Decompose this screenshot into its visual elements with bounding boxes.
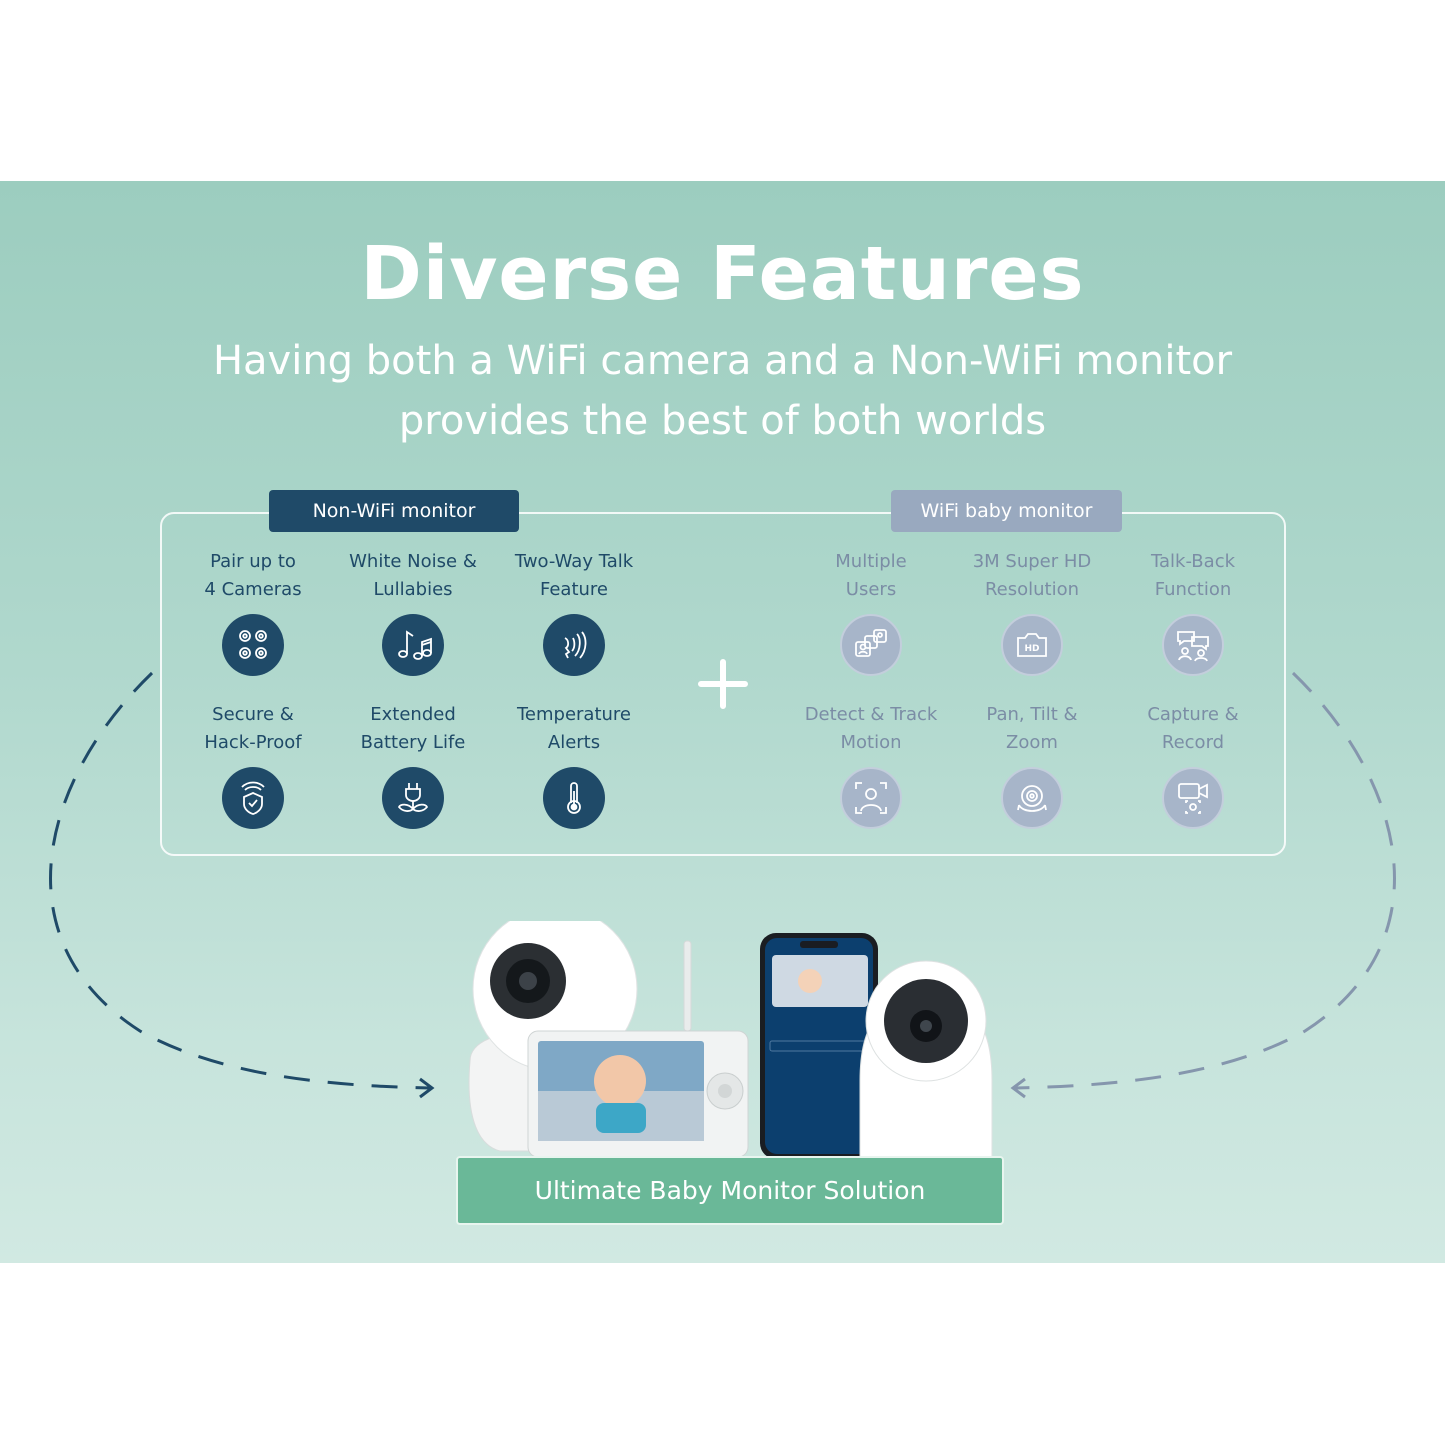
thermometer-icon bbox=[543, 767, 605, 829]
handheld-monitor-image bbox=[527, 1030, 749, 1158]
hd-camera-icon: HD bbox=[1001, 614, 1063, 676]
feature-label: Secure & Hack-Proof bbox=[204, 704, 302, 753]
motion-detect-icon bbox=[840, 767, 902, 829]
page-subtitle: Having both a WiFi camera and a Non-WiFi… bbox=[212, 338, 1233, 444]
wifi-camera-image bbox=[859, 960, 993, 1158]
feature-temperature: Temperature Alerts bbox=[494, 701, 654, 829]
feature-label: Two-Way Talk Feature bbox=[514, 551, 634, 600]
feature-capture-record: Capture & Record bbox=[1113, 701, 1273, 829]
feature-motion-detect: Detect & Track Motion bbox=[791, 701, 951, 829]
smartphone-image bbox=[760, 933, 878, 1159]
feature-comparison-box bbox=[160, 512, 1286, 856]
pan-tilt-icon bbox=[1001, 767, 1063, 829]
feature-white-noise: White Noise & Lullabies bbox=[333, 548, 493, 676]
feature-two-way-talk: Two-Way Talk Feature bbox=[494, 548, 654, 676]
features-banner: Diverse Features Having both a WiFi came… bbox=[0, 181, 1445, 1263]
feature-label: Capture & Record bbox=[1147, 704, 1239, 753]
feature-label: Talk-Back Function bbox=[1150, 551, 1236, 600]
svg-text:HD: HD bbox=[1024, 644, 1039, 654]
page-title: Diverse Features bbox=[360, 231, 1085, 317]
feature-label: 3M Super HD Resolution bbox=[972, 551, 1092, 600]
ultimate-solution-button[interactable]: Ultimate Baby Monitor Solution bbox=[456, 1156, 1004, 1225]
feature-label: Pan, Tilt & Zoom bbox=[986, 704, 1078, 753]
talk-back-icon bbox=[1162, 614, 1224, 676]
feature-multiple-users: Multiple Users bbox=[791, 548, 951, 676]
feature-label: Multiple Users bbox=[835, 551, 907, 600]
feature-talk-back: Talk-Back Function bbox=[1113, 548, 1273, 676]
feature-hd-resolution: 3M Super HD Resolution HD bbox=[952, 548, 1112, 676]
four-cameras-icon bbox=[222, 614, 284, 676]
plus-icon bbox=[698, 659, 748, 709]
feature-secure: Secure & Hack-Proof bbox=[173, 701, 333, 829]
music-notes-icon bbox=[382, 614, 444, 676]
multiple-users-icon bbox=[840, 614, 902, 676]
feature-pan-tilt-zoom: Pan, Tilt & Zoom bbox=[952, 701, 1112, 829]
tab-wifi-baby-monitor: WiFi baby monitor bbox=[891, 490, 1122, 532]
voice-talk-icon bbox=[543, 614, 605, 676]
feature-label: Extended Battery Life bbox=[360, 704, 466, 753]
tab-non-wifi-monitor: Non-WiFi monitor bbox=[269, 490, 519, 532]
feature-battery-life: Extended Battery Life bbox=[333, 701, 493, 829]
feature-pair-cameras: Pair up to 4 Cameras bbox=[173, 548, 333, 676]
feature-label: Pair up to 4 Cameras bbox=[204, 551, 302, 600]
plug-leaf-icon bbox=[382, 767, 444, 829]
feature-label: White Noise & Lullabies bbox=[349, 551, 477, 600]
feature-label: Detect & Track Motion bbox=[804, 704, 938, 753]
feature-label: Temperature Alerts bbox=[516, 704, 632, 753]
dashed-arrows-decoration bbox=[49, 671, 1396, 1099]
devices-illustration bbox=[468, 921, 993, 1159]
video-record-icon bbox=[1162, 767, 1224, 829]
secure-shield-icon bbox=[222, 767, 284, 829]
